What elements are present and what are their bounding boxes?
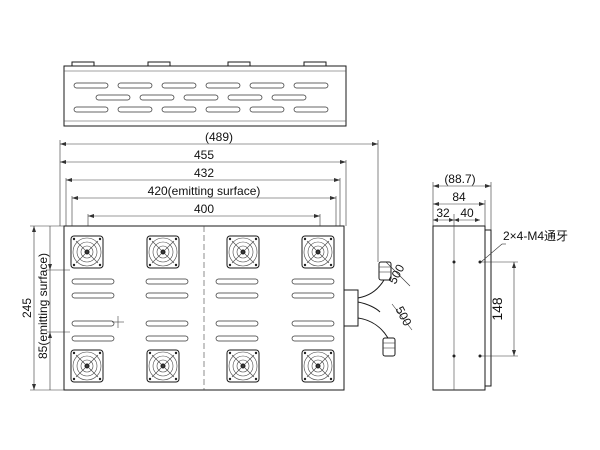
side-view bbox=[432, 225, 492, 391]
vent-slot bbox=[249, 106, 285, 113]
mount-tab bbox=[303, 61, 327, 67]
vent-slot bbox=[71, 292, 115, 299]
vent-slot bbox=[227, 94, 263, 101]
cable-lower bbox=[357, 317, 389, 339]
vent-slot bbox=[183, 94, 219, 101]
fan-icon bbox=[301, 235, 335, 269]
vent-slot bbox=[73, 106, 109, 113]
fan-icon bbox=[70, 235, 104, 269]
vent-slot bbox=[205, 82, 241, 89]
side-view-body bbox=[432, 225, 486, 391]
dim-420-emitting: 420(emitting surface) bbox=[148, 184, 261, 198]
cable-plug-upper bbox=[378, 261, 392, 281]
vent-slot bbox=[71, 278, 115, 285]
vent-slot bbox=[291, 278, 335, 285]
vent-slot bbox=[205, 106, 241, 113]
screw-callout: 2×4-M4通牙 bbox=[503, 229, 568, 243]
dim-245: 245 bbox=[20, 298, 34, 318]
top-vent-slots bbox=[73, 82, 329, 113]
side-view-flange bbox=[484, 229, 492, 387]
top-view bbox=[63, 61, 347, 127]
front-vent-slots bbox=[71, 278, 335, 342]
cable-connector-box bbox=[343, 289, 359, 327]
dim-489: (489) bbox=[205, 130, 233, 144]
dim-455: 455 bbox=[194, 148, 214, 162]
front-view bbox=[63, 225, 396, 391]
top-view-body bbox=[63, 65, 347, 127]
vent-slot bbox=[145, 292, 189, 299]
dim-85-emitting: 85(emitting surface) bbox=[36, 253, 50, 359]
vent-slot bbox=[161, 106, 197, 113]
vent-slot bbox=[215, 292, 259, 299]
vent-slot bbox=[139, 94, 175, 101]
mount-tab bbox=[71, 61, 95, 67]
vent-slot bbox=[117, 106, 153, 113]
vent-slot bbox=[215, 278, 259, 285]
mount-tab bbox=[147, 61, 171, 67]
vent-slot bbox=[215, 335, 259, 342]
vent-slot bbox=[73, 82, 109, 89]
dim-500-lower: 500 bbox=[393, 304, 415, 329]
vent-slot bbox=[117, 82, 153, 89]
fan-icon bbox=[146, 235, 180, 269]
vent-slot bbox=[291, 335, 335, 342]
vent-slot bbox=[161, 82, 197, 89]
fan-icon bbox=[226, 349, 260, 383]
fan-grid bbox=[70, 235, 335, 383]
front-dimensions: (489) 455 432 420(emitting surface) 400 … bbox=[20, 130, 415, 391]
vent-slot bbox=[145, 320, 189, 327]
fan-icon bbox=[146, 349, 180, 383]
side-dimensions: (88.7) 84 32 40 2×4-M4通牙 148 bbox=[432, 172, 568, 357]
vent-slot bbox=[271, 94, 307, 101]
vent-slot bbox=[215, 320, 259, 327]
vent-slot bbox=[291, 320, 335, 327]
vent-slot bbox=[71, 335, 115, 342]
dim-400: 400 bbox=[194, 202, 214, 216]
mount-tab bbox=[227, 61, 251, 67]
fan-icon bbox=[301, 349, 335, 383]
vent-slot bbox=[145, 278, 189, 285]
dim-32: 32 bbox=[436, 206, 450, 220]
dim-432: 432 bbox=[194, 166, 214, 180]
fan-icon bbox=[226, 235, 260, 269]
cable-upper bbox=[357, 279, 385, 299]
dim-84: 84 bbox=[452, 190, 466, 204]
dim-148: 148 bbox=[489, 297, 505, 321]
dim-40: 40 bbox=[460, 206, 474, 220]
vent-slot bbox=[293, 82, 329, 89]
fan-icon bbox=[70, 349, 104, 383]
vent-slot bbox=[249, 82, 285, 89]
vent-slot bbox=[293, 106, 329, 113]
vent-slot bbox=[291, 292, 335, 299]
vent-slot bbox=[95, 94, 131, 101]
cable-plug-lower bbox=[382, 337, 396, 357]
vent-slot bbox=[145, 335, 189, 342]
dim-88-7: (88.7) bbox=[444, 172, 475, 186]
vent-slot bbox=[71, 320, 115, 327]
